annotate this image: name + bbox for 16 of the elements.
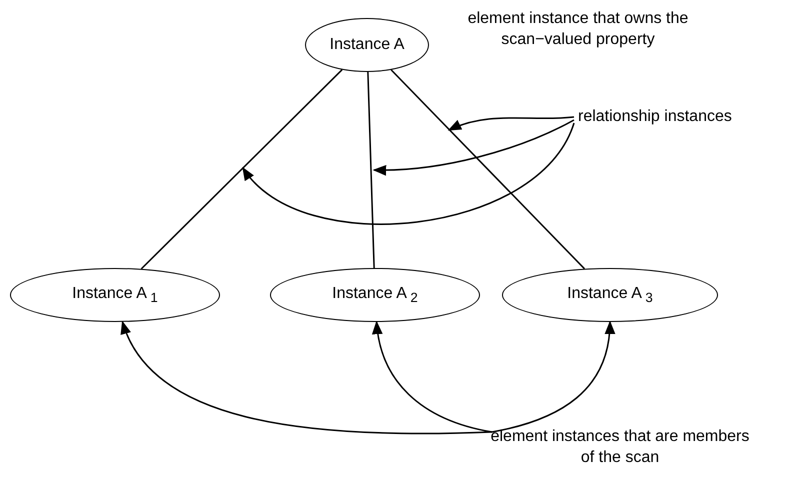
leader-arrow [122, 320, 492, 434]
connector-line [390, 69, 586, 270]
annotation-text: element instance that owns the scan−valued property [466, 9, 690, 50]
leader-arrow [372, 320, 492, 433]
node-label: Instance A [330, 36, 404, 54]
node-label: Instance A $_{3}$ [567, 284, 653, 306]
leader-arrow [242, 122, 575, 225]
leader-arrow [492, 320, 615, 433]
annotation-text: relationship instances [578, 106, 778, 127]
node-label: Instance A $_{2}$ [332, 284, 418, 306]
leader-arrow [372, 119, 574, 176]
leader-arrow [448, 116, 574, 131]
node-label: Instance A $_{1}$ [72, 284, 158, 306]
annotation-text: element instances that are members of the scan [490, 426, 750, 468]
connector-line [140, 69, 343, 270]
connector-line [367, 72, 375, 268]
